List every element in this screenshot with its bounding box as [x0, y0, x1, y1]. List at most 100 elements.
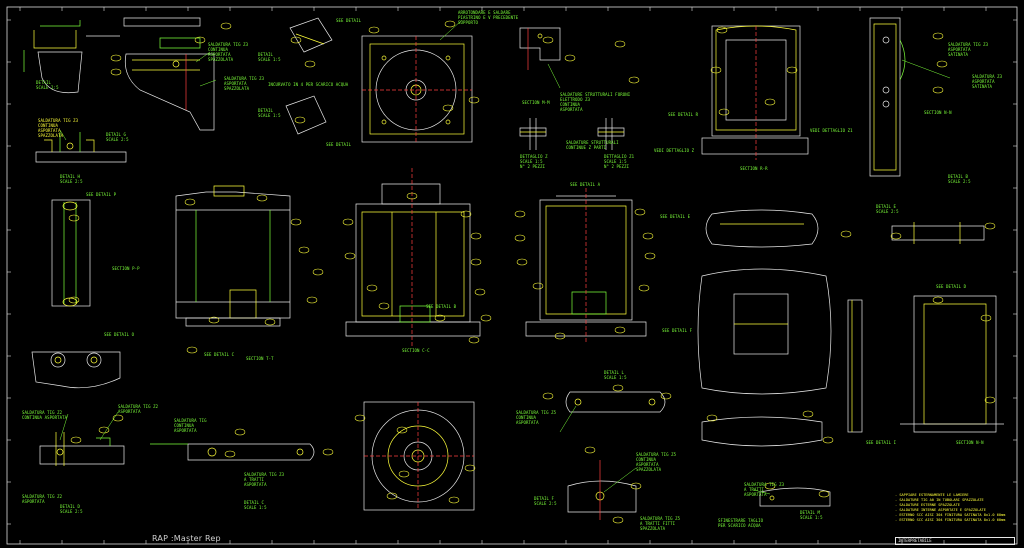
label-dettaglio-z1: DETTAGLIO Z1 SCALE 1:5 N° 2 PEZZI: [604, 154, 635, 169]
label-see-detail-top: SEE DETAIL: [336, 18, 362, 23]
view-section-pp: [51, 199, 91, 307]
label-see-detail-i: SEE DETAIL I: [866, 440, 897, 445]
callout-balloon: [984, 396, 996, 404]
frame-ticks: [7, 7, 1017, 544]
callout-balloon: [710, 66, 722, 74]
callout-balloon: [612, 384, 624, 392]
callout-balloon: [468, 96, 480, 104]
callout-balloon: [208, 316, 220, 324]
label-see-detail-f: SEE DETAIL F: [662, 328, 693, 333]
callout-balloon: [186, 346, 198, 354]
label-saldatura-tig-z2-c: SALDATURA TIG Z2 ASPORTATA: [22, 494, 63, 504]
callout-balloon: [660, 392, 672, 400]
callout-balloon: [312, 268, 324, 276]
callout-balloon: [194, 36, 206, 44]
label-vedi-dettaglio-z: VEDI DETTAGLIO Z: [654, 148, 695, 153]
label-section-nn-bottom: SECTION N-N: [956, 440, 984, 445]
callout-balloon: [344, 252, 356, 260]
label-saldatura-tig-z2-a: SALDATURA TIG Z2 CONTINUA ASPORTATA: [22, 410, 68, 420]
view-tank-front: [345, 168, 481, 346]
label-saldatura-tig-z3-b: SALDATURA TIG Z3 ASPORTATA SPAZZOLATA: [224, 76, 265, 91]
label-saldatura-left: SALDATURA TIG Z3 CONTINUA ASPORTATA SPAZ…: [38, 118, 79, 138]
label-detail-scale-15: DETAIL SCALE 1:5: [258, 52, 281, 62]
callout-balloon: [890, 232, 902, 240]
callout-balloon: [468, 336, 480, 344]
callout-balloon: [354, 414, 366, 422]
callout-balloon: [764, 482, 776, 490]
view-plan-top: [361, 35, 473, 143]
label-saldatura-tig-z5c: SALDATURA TIG Z5 A TRATTI FITTI SPAZZOLA…: [640, 516, 681, 531]
note-line: - SAPPIARE ESTERNAMENTE LE LAMIERE: [895, 493, 969, 497]
callout-balloon: [584, 446, 596, 454]
note-line: - ESTERNO SCC AISI 304 FINITURA SATINATA…: [895, 513, 1006, 517]
general-notes: - SAPPIARE ESTERNAMENTE LE LAMIERE - SAL…: [895, 493, 1005, 523]
label-detail-l: DETAIL L SCALE 1:5: [604, 370, 627, 380]
callout-balloon: [444, 20, 456, 28]
callout-balloon: [532, 282, 544, 290]
label-detail-h: DETAIL H SCALE 2:5: [60, 174, 83, 184]
callout-balloon: [112, 414, 124, 422]
label-see-detail-e: SEE DETAIL E: [660, 214, 691, 219]
label-detail-d: DETAIL D SCALE 2:5: [60, 504, 83, 514]
callout-balloon: [470, 258, 482, 266]
label-incurvato: INCURVATO IN 4 PER SCARICO ACQUA: [268, 82, 349, 87]
label-detail-g: DETAIL G SCALE 2:5: [106, 132, 129, 142]
callout-balloon: [474, 288, 486, 296]
callout-balloon: [264, 318, 276, 326]
callout-balloon: [398, 470, 410, 478]
view-small-bracket-right: [891, 222, 985, 244]
callout-balloon: [612, 516, 624, 524]
callout-balloon: [234, 428, 246, 436]
note-line: - SALDATURE ESTERNE SPAZZOLATE: [895, 503, 960, 507]
callout-balloon: [542, 392, 554, 400]
view-detail-l: [565, 391, 666, 413]
view-twin-hole-block: [31, 351, 121, 389]
callout-balloon: [448, 496, 460, 504]
callout-balloon: [110, 68, 122, 76]
label-saldatura-tig-continua: SALDATURA TIG CONTINUA ASPORTATA: [174, 418, 207, 433]
label-see-detail-d: SEE DETAIL D: [936, 284, 967, 289]
callout-balloon: [290, 218, 302, 226]
label-detail-scale-15b: DETAIL SCALE 1:5: [258, 108, 281, 118]
callout-balloon: [406, 192, 418, 200]
callout-balloon: [516, 258, 528, 266]
label-see-detail-c: SEE DETAIL C: [204, 352, 235, 357]
label-arrotondare: ARROTONDARE E SALDARE PIASTRINO E V PREC…: [458, 10, 519, 25]
callout-balloon: [980, 314, 992, 322]
drawing-frame: [6, 6, 1018, 545]
callout-balloon: [110, 54, 122, 62]
label-see-detail-b: SEE DETAIL B: [426, 304, 457, 309]
callout-balloon: [818, 490, 830, 498]
view-cushion: [705, 209, 819, 248]
callout-balloon: [68, 214, 80, 222]
callout-balloon: [554, 332, 566, 340]
label-sfinestrare: SFINESTRARE TAGLIO PER SCARICO ACQUA: [718, 518, 764, 528]
note-line: - ESTERNO SCC AISI 304 FINITURA SATINATA…: [895, 518, 1006, 522]
callout-balloon: [366, 284, 378, 292]
leader-lines: [59, 19, 951, 495]
callout-balloon: [630, 482, 642, 490]
callout-balloon: [802, 410, 814, 418]
callout-balloon: [984, 222, 996, 230]
view-detail-d: [39, 432, 125, 466]
callout-balloon: [718, 108, 730, 116]
callout-balloon: [470, 232, 482, 240]
callout-balloon: [368, 26, 380, 34]
label-saldature-strutturali: SALDATURE STRUTTURALI FORONI ELETTRODO Z…: [560, 92, 631, 112]
label-detail-c: DETAIL C SCALE 1:5: [244, 500, 267, 510]
label-saldatura-z3-right-b: SALDATURA Z3 ASPORTATA SATINATA: [972, 74, 1003, 89]
label-see-detail-p: SEE DETAIL P: [86, 192, 117, 197]
callout-balloon: [840, 230, 852, 238]
callout-balloon: [70, 436, 82, 444]
label-see-detail-a: SEE DETAIL A: [570, 182, 601, 187]
view-plan-bottom: [363, 401, 475, 511]
view-pad-large: [697, 268, 832, 395]
callout-balloon: [464, 464, 476, 472]
callout-balloon: [294, 116, 306, 124]
label-see-detail-r: SEE DETAIL R: [668, 112, 699, 117]
callout-balloon: [378, 302, 390, 310]
label-vedi-dettaglio-z1: VEDI DETTAGLIO Z1: [810, 128, 853, 133]
callout-balloon: [706, 414, 718, 422]
callout-balloon: [716, 26, 728, 34]
